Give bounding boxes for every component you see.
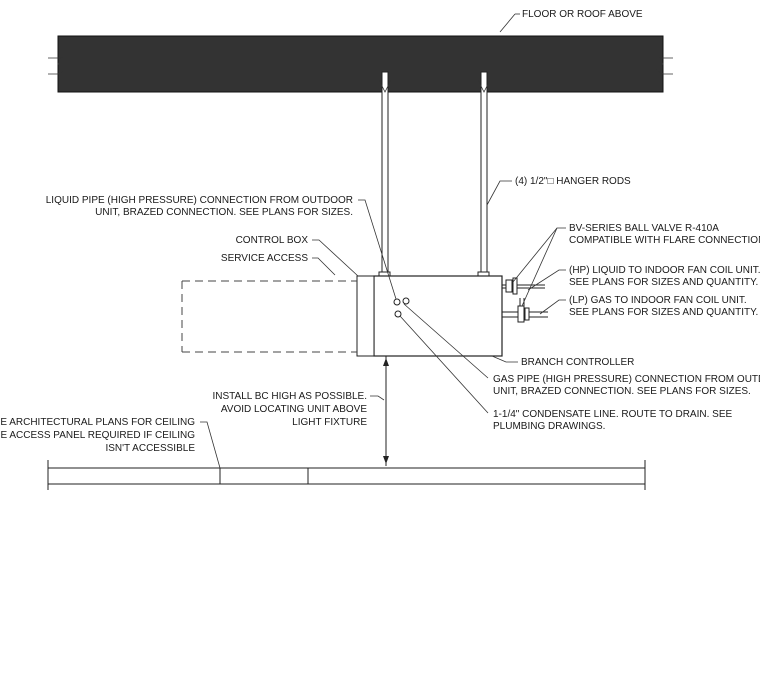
gas-pipe-label-2: UNIT, BRAZED CONNECTION. SEE PLANS FOR S… [493,386,751,397]
ball-valve-label-2: COMPATIBLE WITH FLARE CONNECTIONS [569,235,760,246]
branch-controller-unit [356,275,503,357]
liquid-pipe-label-2: UNIT, BRAZED CONNECTION. SEE PLANS FOR S… [95,207,353,218]
control-box-leader [312,239,359,277]
ball-valve-leader [512,227,566,283]
hp-liquid-leader [527,269,566,291]
install-leader [370,395,385,401]
arch-label-2: TYPE ACCESS PANEL REQUIRED IF CEILING [0,430,195,441]
hanger-label: (4) 1/2"□ HANGER RODS [515,176,631,187]
install-label-1: INSTALL BC HIGH AS POSSIBLE. [213,391,368,402]
hanger-leader [486,180,512,206]
arch-leader [200,421,221,469]
gas-pipe-leader [403,303,489,379]
ball-valves [502,277,548,323]
floor-slab [48,35,673,93]
liquid-pipe-label-1: LIQUID PIPE (HIGH PRESSURE) CONNECTION F… [46,195,353,206]
condensate-leader [399,315,489,414]
condensate-label-2: PLUMBING DRAWINGS. [493,421,605,432]
install-label-2: AVOID LOCATING UNIT ABOVE [221,404,367,415]
service-access-label: SERVICE ACCESS [221,253,308,264]
arch-label-3: ISN'T ACCESSIBLE [105,443,195,454]
branch-controller-leader [491,355,518,363]
hp-liquid-label-1: (HP) LIQUID TO INDOOR FAN COIL UNIT. [569,265,760,276]
condensate-port [394,310,402,318]
liquid-port [393,298,401,306]
gas-pipe-label-1: GAS PIPE (HIGH PRESSURE) CONNECTION FROM… [493,374,760,385]
lp-gas-label-1: (LP) GAS TO INDOOR FAN COIL UNIT. [569,295,747,306]
lp-gas-leader [539,299,566,315]
branch-controller-label: BRANCH CONTROLLER [521,357,634,368]
ball-valve-label-1: BV-SERIES BALL VALVE R-410A [569,223,719,234]
lp-gas-label-2: SEE PLANS FOR SIZES AND QUANTITY. [569,307,758,318]
hanger-rods [378,71,491,283]
arch-label-1: SEE ARCHITECTURAL PLANS FOR CEILING [0,417,195,428]
service-access-outline [181,280,357,353]
condensate-label-1: 1-1/4" CONDENSATE LINE. ROUTE TO DRAIN. … [493,409,732,420]
clearance-dimension [383,356,389,466]
floor-label: FLOOR OR ROOF ABOVE [522,9,643,20]
gas-port [402,297,410,305]
floor-leader [499,13,516,33]
hp-liquid-label-2: SEE PLANS FOR SIZES AND QUANTITY. [569,277,758,288]
ceiling-line [47,460,646,490]
control-box-label: CONTROL BOX [236,235,309,246]
install-label-3: LIGHT FIXTURE [292,417,367,428]
service-access-leader [312,257,336,276]
liquid-pipe-leader [358,199,397,300]
